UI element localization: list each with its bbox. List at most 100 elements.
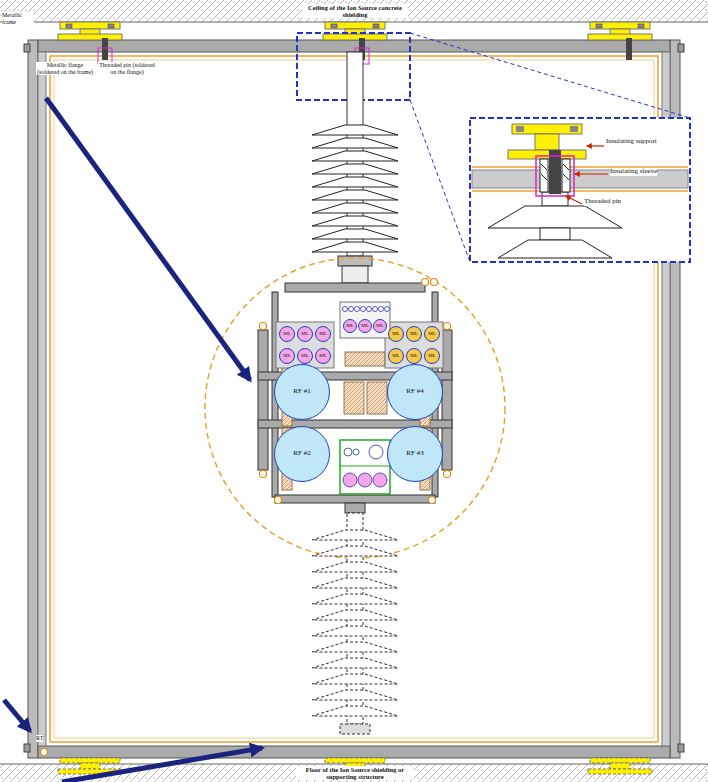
support-structure [258, 330, 268, 470]
detail-inset [470, 118, 690, 262]
small-component [369, 445, 383, 459]
pin-highlight [536, 156, 574, 196]
component-circle: ML [358, 319, 372, 333]
insulator [338, 256, 372, 266]
component-group [340, 302, 390, 338]
metallic-frame [28, 40, 38, 758]
node-label: ML [301, 331, 309, 337]
node-label: ML [410, 353, 418, 359]
lower-support [588, 769, 652, 774]
wood-block [344, 382, 364, 414]
small-component [343, 307, 390, 488]
small-component [385, 307, 390, 312]
rf-circle: RF #1 [274, 364, 330, 420]
detail-inset [570, 126, 578, 132]
node-label: ML [392, 331, 400, 337]
support-structure [275, 495, 435, 503]
node-label: ML [301, 353, 309, 359]
small-component [343, 473, 357, 487]
band-label: Ceiling of the Ion Source concrete shiel… [302, 4, 408, 18]
component-circle: ML [343, 319, 357, 333]
insulator [342, 266, 368, 283]
detail-inset [516, 126, 524, 132]
pointer-arrow [62, 748, 262, 782]
detail-inset [542, 192, 568, 206]
component-circle: ML [315, 348, 331, 364]
bolt [373, 24, 379, 28]
ceiling-band [0, 0, 708, 22]
insulating-support [323, 34, 387, 40]
node-label: ML [283, 331, 291, 337]
part-label: Insulating sleeve [610, 168, 657, 176]
threaded-pin [626, 38, 632, 60]
metallic-frame [38, 40, 670, 52]
metallic-frame [38, 52, 46, 746]
small-component [379, 307, 384, 312]
pointer-arrow [4, 98, 262, 782]
lower-support [80, 763, 100, 769]
part-label: Insulating support [606, 138, 657, 146]
node-label: ML [410, 331, 418, 337]
component-group [340, 440, 390, 494]
bolt [596, 24, 602, 28]
component-circle: ML [388, 348, 404, 364]
bolt [66, 24, 72, 28]
eyebolt [260, 279, 451, 504]
node-label: ML [428, 331, 436, 337]
insulating-support [58, 22, 652, 40]
zoom-line [410, 100, 470, 262]
detail-inset [498, 240, 612, 258]
node-label: RF #2 [293, 450, 310, 458]
detail-inset [512, 124, 582, 134]
small-component [343, 307, 348, 312]
zoom-line [410, 33, 690, 262]
metallic-frame [38, 746, 670, 758]
component-group [340, 466, 390, 467]
lower-support [610, 763, 630, 769]
part-label: Threaded pin (soldered on the flange) [98, 62, 156, 75]
small-component [349, 307, 354, 312]
eyebolt [422, 279, 429, 286]
small-component [358, 473, 372, 487]
lower-insulator [312, 513, 398, 734]
metallic-frame [50, 56, 658, 742]
insulating-support [325, 22, 385, 29]
small-component [344, 448, 352, 456]
rt-marker [41, 749, 48, 756]
ceiling-band: Ceiling of the Ion Source concrete shiel… [302, 1, 408, 21]
lower-support [590, 758, 650, 763]
detail-inset [472, 190, 688, 192]
eyebolt [444, 323, 451, 330]
wood-block [367, 382, 387, 414]
metallic-frame [24, 44, 30, 52]
part-label: RT [36, 735, 43, 742]
threaded-pin [102, 38, 632, 60]
node-label: RF #4 [406, 388, 423, 396]
component-circle: ML [297, 348, 313, 364]
node-label: RF #1 [293, 388, 310, 396]
metallic-frame [678, 744, 684, 752]
component-circle: ML [388, 326, 404, 342]
component-circle: ML [297, 326, 313, 342]
node-label: ML [361, 323, 369, 329]
component-group [385, 322, 443, 368]
component-circle: ML [279, 326, 295, 342]
insulating-support [588, 34, 652, 40]
metallic-frame [678, 44, 684, 52]
support-structure [258, 283, 452, 513]
eyebolt [260, 471, 267, 478]
lower-support [60, 758, 120, 763]
component-circle: ML [315, 326, 331, 342]
support-structure [285, 283, 425, 292]
component-circle: ML [373, 319, 387, 333]
pointer-arrow [4, 700, 30, 731]
eyebolt [275, 497, 282, 504]
component-circle: ML [279, 348, 295, 364]
lower-insulator [312, 530, 398, 716]
component-circle: ML [424, 326, 440, 342]
rf-circle: RF #4 [387, 364, 443, 420]
detail-inset [488, 206, 622, 228]
zoom-line [410, 33, 690, 118]
eyebolt [429, 497, 436, 504]
